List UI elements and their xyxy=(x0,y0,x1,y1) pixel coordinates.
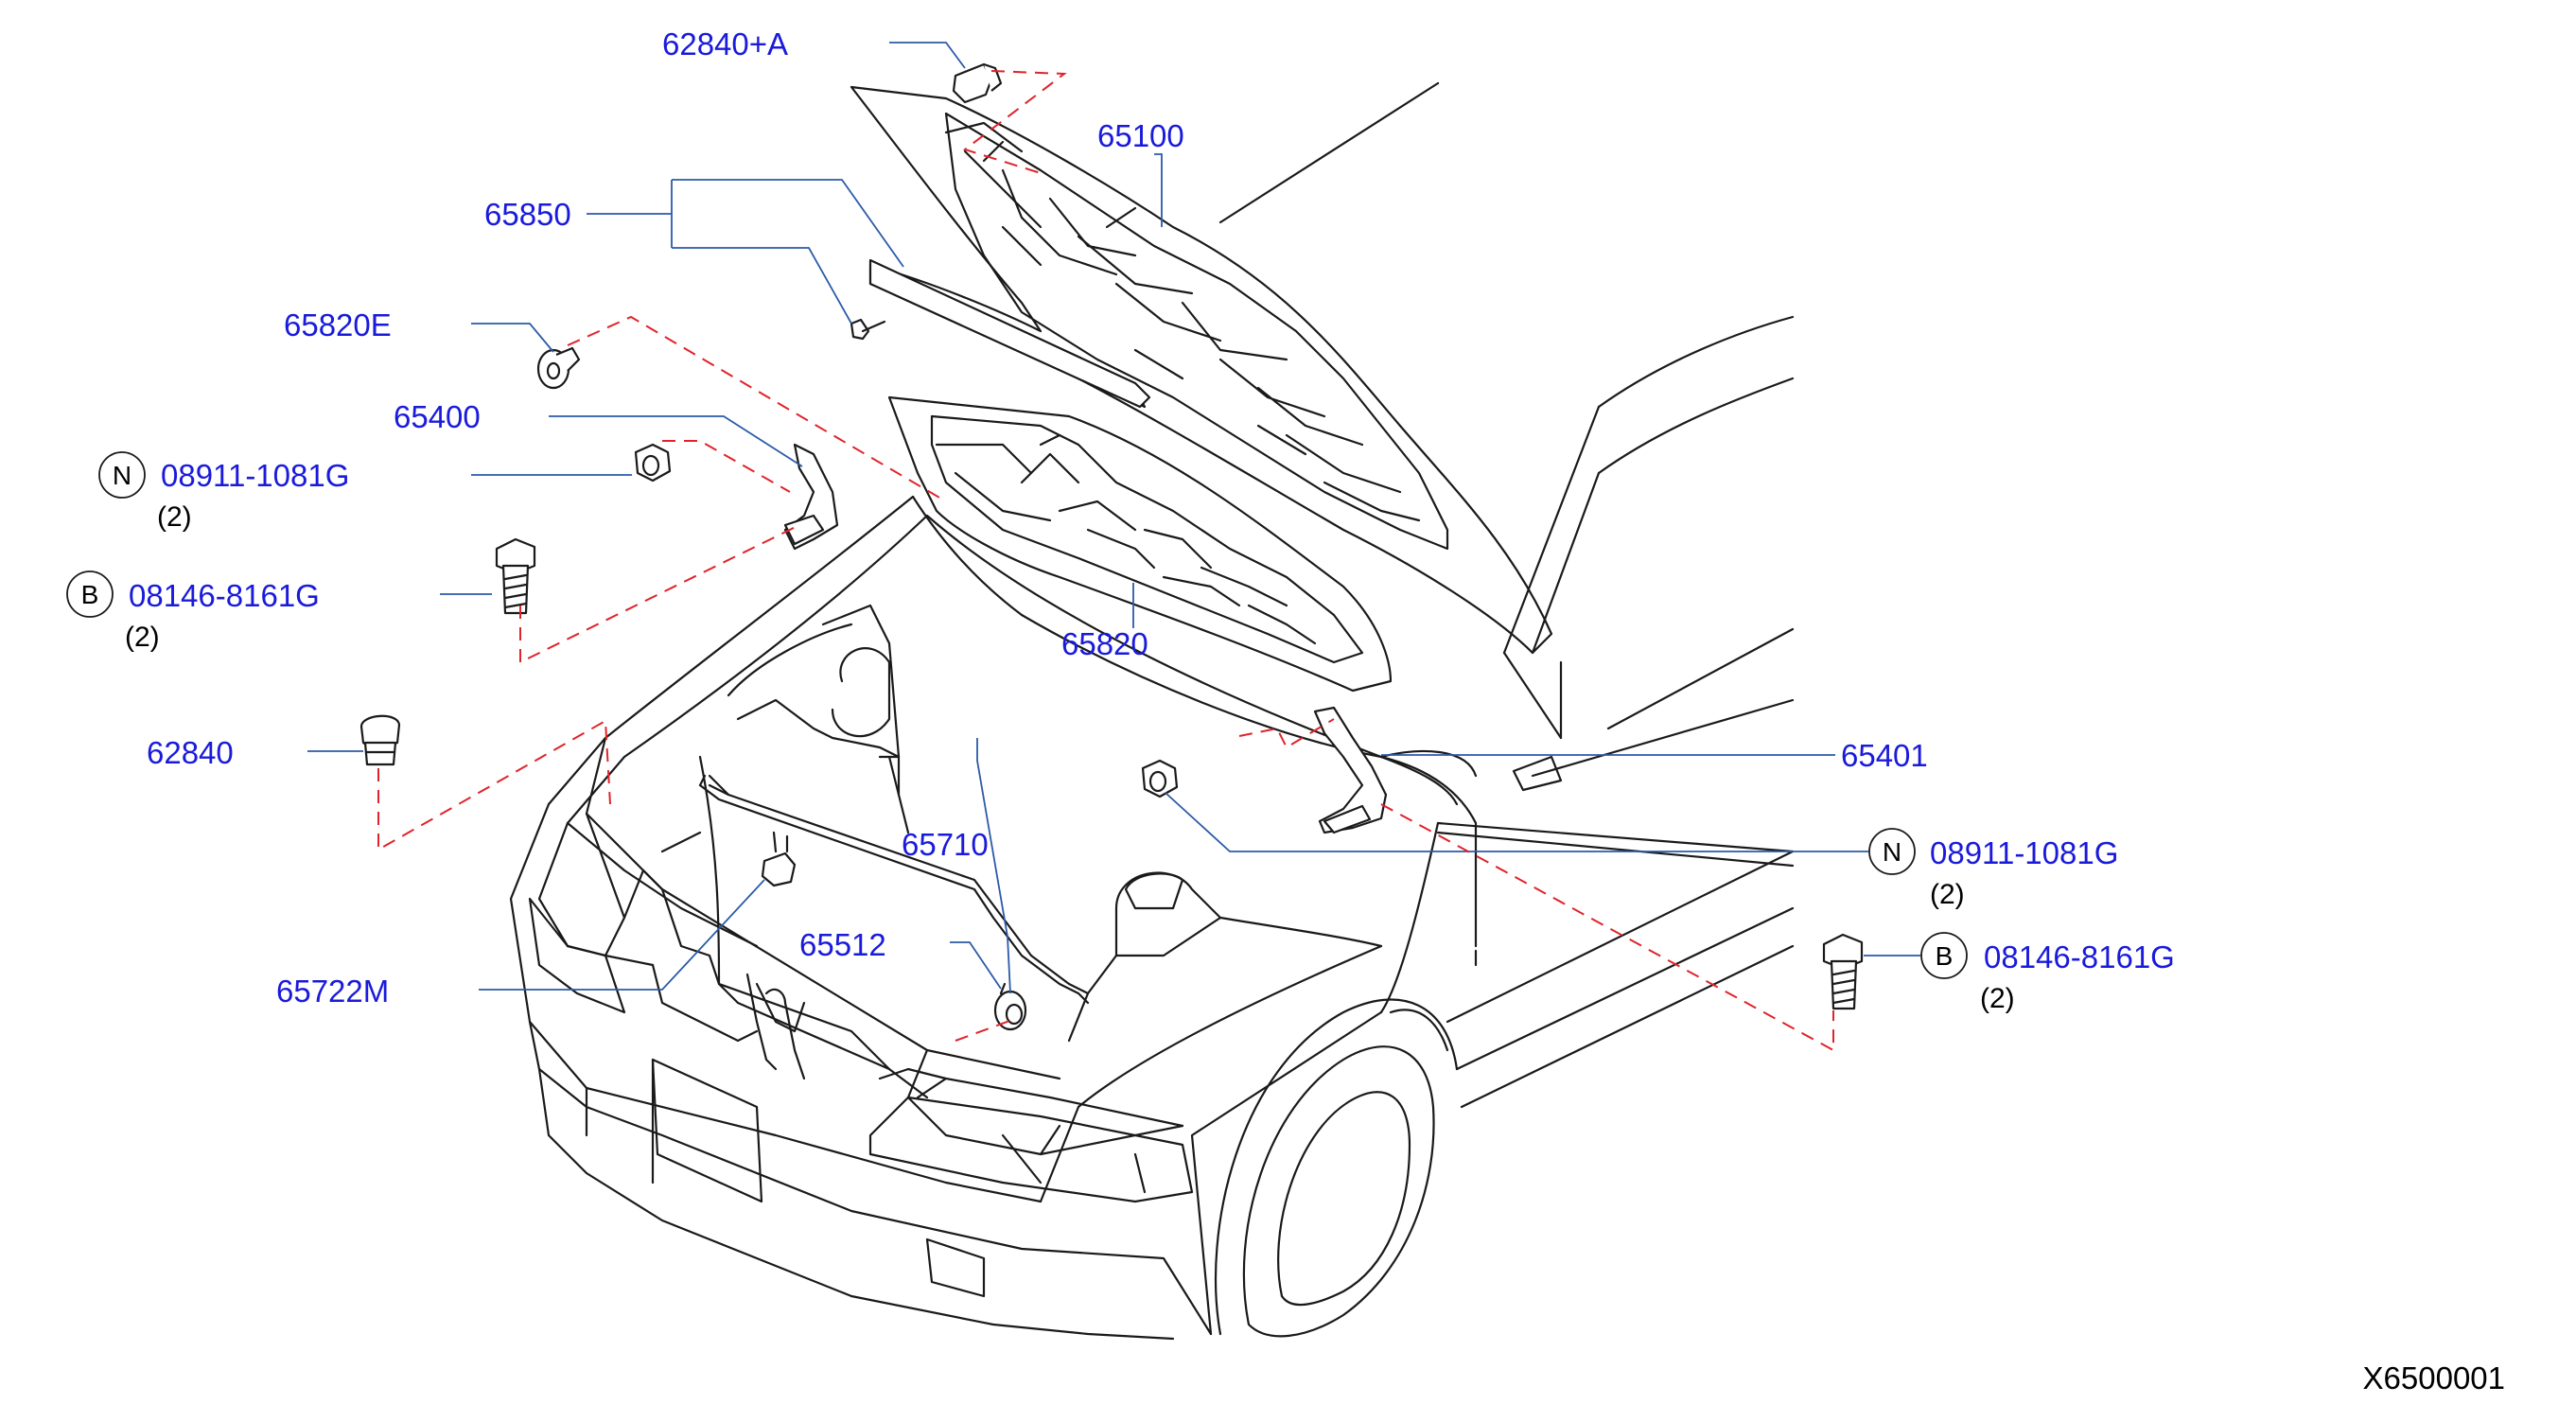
label-62840: 62840 xyxy=(147,735,234,770)
svg-text:N: N xyxy=(1883,837,1901,867)
part-65850-seal xyxy=(850,258,1151,409)
hood-insulator-65820 xyxy=(887,395,1393,693)
hood-panel-65100 xyxy=(850,85,1553,655)
part-65401-hinge xyxy=(1313,706,1388,834)
part-08911-nut-right xyxy=(1141,759,1179,799)
qty-08911-left: (2) xyxy=(157,501,192,533)
diagram-code: X6500001 xyxy=(2363,1360,2505,1395)
qty-08911-right: (2) xyxy=(1930,879,1965,910)
part-65512-grommet xyxy=(993,982,1027,1031)
label-65820e: 65820E xyxy=(284,307,392,342)
label-65512: 65512 xyxy=(799,927,886,962)
marker-b-right: B xyxy=(1920,932,1968,979)
svg-text:B: B xyxy=(1936,941,1954,971)
label-08911-right: 08911-1081G xyxy=(1930,835,2118,870)
label-65820: 65820 xyxy=(1061,626,1148,661)
label-62840a: 62840+A xyxy=(662,26,788,61)
qty-08146-right: (2) xyxy=(1980,983,2015,1014)
marker-b-left: B xyxy=(66,570,114,618)
label-65722m: 65722M xyxy=(276,974,389,1009)
leader-lines xyxy=(307,42,1920,994)
part-65400-hinge xyxy=(783,443,839,551)
location-dash-lines xyxy=(377,70,1834,1052)
label-08146-right: 08146-8161G xyxy=(1984,939,2175,974)
part-62840-rubber xyxy=(359,714,401,766)
part-08911-nut-left xyxy=(634,443,672,483)
label-65400: 65400 xyxy=(394,399,481,434)
part-65820e-clip xyxy=(536,346,581,390)
label-65850: 65850 xyxy=(484,197,571,232)
label-08911-left: 08911-1081G xyxy=(161,458,349,493)
part-08146-bolt-right xyxy=(1822,933,1864,1010)
qty-08146-left: (2) xyxy=(125,622,160,653)
label-08146-left: 08146-8161G xyxy=(129,578,320,613)
svg-text:N: N xyxy=(113,461,131,490)
car-body-illustration xyxy=(509,81,1795,1341)
part-65722m-clip xyxy=(761,831,797,887)
marker-n-right: N xyxy=(1868,828,1916,875)
label-65710: 65710 xyxy=(902,827,989,862)
marker-n-left: N xyxy=(98,451,146,499)
svg-text:B: B xyxy=(81,580,99,609)
part-08146-bolt-left xyxy=(495,537,536,615)
part-62840a-rubber xyxy=(952,62,1003,104)
label-65100: 65100 xyxy=(1097,118,1184,153)
label-65401: 65401 xyxy=(1841,738,1928,773)
